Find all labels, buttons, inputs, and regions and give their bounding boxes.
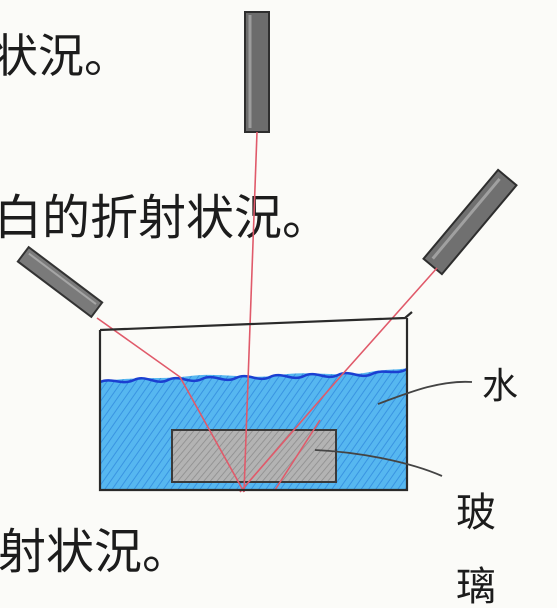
text-line-3: 射状況。 bbox=[0, 524, 190, 580]
laser-pointer-top bbox=[244, 11, 270, 133]
text-line-1: 状況。 bbox=[0, 29, 130, 83]
label-glass-2: 璃 bbox=[456, 564, 496, 608]
label-water: 水 bbox=[482, 366, 518, 407]
beaker bbox=[98, 311, 413, 492]
leader-lines bbox=[314, 380, 473, 477]
label-glass-1: 玻 bbox=[456, 490, 496, 536]
water-surface bbox=[99, 367, 408, 384]
laser-pointer-right bbox=[422, 168, 518, 276]
laser-pointer-left bbox=[16, 245, 104, 319]
text-line-2: 白的折射状況。 bbox=[0, 190, 330, 246]
light-beams bbox=[96, 131, 438, 493]
glass-block bbox=[171, 429, 337, 483]
